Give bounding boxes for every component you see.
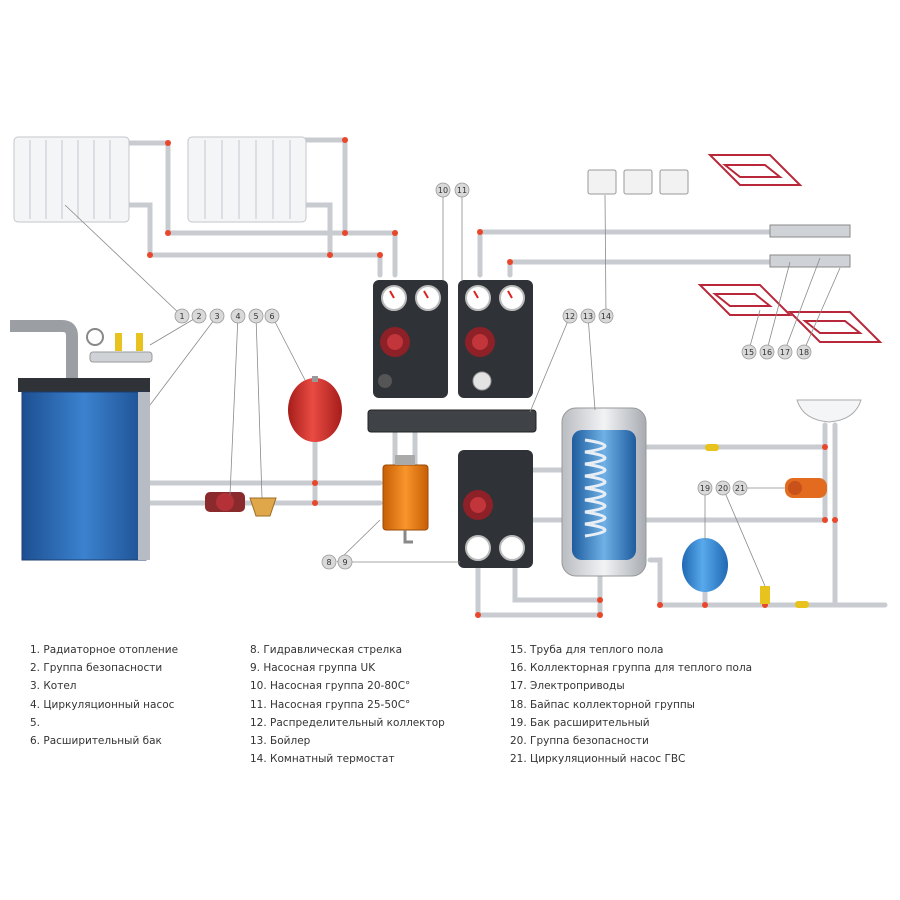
callout-4: 4: [230, 308, 246, 324]
legend-item: 17. Электроприводы: [510, 680, 625, 693]
callout-8: 8: [321, 554, 337, 570]
callout-label: 10: [438, 186, 448, 195]
callout-label: 20: [718, 484, 728, 493]
legend-item: 10. Насосная группа 20-80С°: [250, 680, 411, 693]
legend-item: 18. Байпас коллекторной группы: [510, 698, 695, 711]
legend-item: 15. Труба для теплого пола: [510, 644, 664, 656]
callout-17: 17: [777, 344, 793, 360]
legend-item: 13. Бойлер: [250, 734, 311, 747]
callout-15: 15: [741, 344, 757, 360]
callout-5: 5: [248, 308, 264, 324]
legend-item: 3. Котел: [30, 680, 77, 693]
callout-label: 21: [735, 484, 745, 493]
callout-18: 18: [796, 344, 812, 360]
legend-item: 1. Радиаторное отопление: [30, 644, 179, 656]
legend-item: 4. Циркуляционный насос: [30, 698, 175, 711]
expansion-tank-blue: [682, 538, 728, 592]
callout-label: 3: [214, 312, 219, 321]
callout-6: 6: [264, 308, 280, 324]
dhw-circulation-pump: [785, 478, 827, 498]
legend-item: 2. Группа безопасности: [30, 662, 163, 675]
callout-label: 8: [326, 558, 331, 567]
safety-group: [86, 328, 153, 363]
legend-item: 16. Коллекторная группа для теплого пола: [510, 662, 753, 675]
distribution-collector: [367, 409, 537, 433]
callout-3: 3: [209, 308, 225, 324]
expansion-tank-red: [288, 376, 342, 442]
dhw-boiler: [561, 407, 647, 577]
callout-label: 2: [196, 312, 201, 321]
callout-12: 12: [562, 308, 578, 324]
callout-label: 14: [601, 312, 611, 321]
boiler: [10, 320, 150, 561]
legend-column-2: 8. Гидравлическая стрелка 9. Насосная гр…: [250, 641, 445, 768]
callout-11: 11: [454, 182, 470, 198]
callout-13: 13: [580, 308, 596, 324]
hydraulic-separator: [382, 455, 429, 544]
legend-item: 5.: [30, 716, 41, 729]
pump-group-9: [458, 450, 533, 568]
circulation-pump: [205, 492, 245, 512]
pipe-joints: [147, 137, 838, 618]
sink: [796, 399, 862, 423]
callout-label: 17: [780, 348, 790, 357]
legend-item: 20. Группа безопасности: [510, 734, 649, 747]
legend-column-3: 15. Труба для теплого пола 16. Коллектор…: [510, 641, 752, 768]
legend-item: 6. Расширительный бак: [30, 734, 162, 747]
strainer: [249, 497, 277, 517]
floor-heating-loops: [697, 154, 883, 343]
callout-label: 15: [744, 348, 754, 357]
callout-label: 13: [583, 312, 593, 321]
pump-group-10: [373, 280, 448, 398]
legend-item: 21. Циркуляционный насос ГВС: [510, 753, 686, 766]
safety-valve: [760, 586, 770, 604]
legend-item: 12. Распределительный коллектор: [250, 716, 445, 729]
radiator-left: [13, 136, 130, 223]
legend-column-1: 1. Радиаторное отопление 2. Группа безоп…: [30, 641, 178, 750]
yellow-fittings: [705, 444, 809, 608]
callout-leaders: [64, 193, 841, 587]
callout-20: 20: [715, 480, 731, 496]
radiator-right: [187, 136, 307, 223]
callout-1: 1: [174, 308, 190, 324]
pump-group-11: [458, 280, 533, 398]
callout-2: 2: [191, 308, 207, 324]
room-thermostats: [587, 169, 689, 195]
callout-label: 12: [565, 312, 575, 321]
legend-item: 14. Комнатный термостат: [250, 753, 395, 766]
callout-label: 6: [269, 312, 274, 321]
legend-item: 9. Насосная группа UK: [250, 662, 376, 675]
callout-label: 16: [762, 348, 772, 357]
callout-10: 10: [435, 182, 451, 198]
callout-label: 19: [700, 484, 710, 493]
callout-9: 9: [337, 554, 353, 570]
callout-label: 11: [457, 186, 467, 195]
callout-14: 14: [598, 308, 614, 324]
legend-item: 19. Бак расширительный: [510, 716, 650, 729]
floor-collector: [769, 224, 851, 268]
callout-16: 16: [759, 344, 775, 360]
callout-label: 5: [253, 312, 258, 321]
callout-label: 9: [342, 558, 347, 567]
callout-21: 21: [732, 480, 748, 496]
callout-label: 18: [799, 348, 809, 357]
legend-item: 8. Гидравлическая стрелка: [250, 644, 403, 656]
legend-item: 11. Насосная группа 25-50С°: [250, 698, 411, 711]
callout-label: 4: [235, 312, 240, 321]
callout-19: 19: [697, 480, 713, 496]
callout-label: 1: [179, 312, 184, 321]
